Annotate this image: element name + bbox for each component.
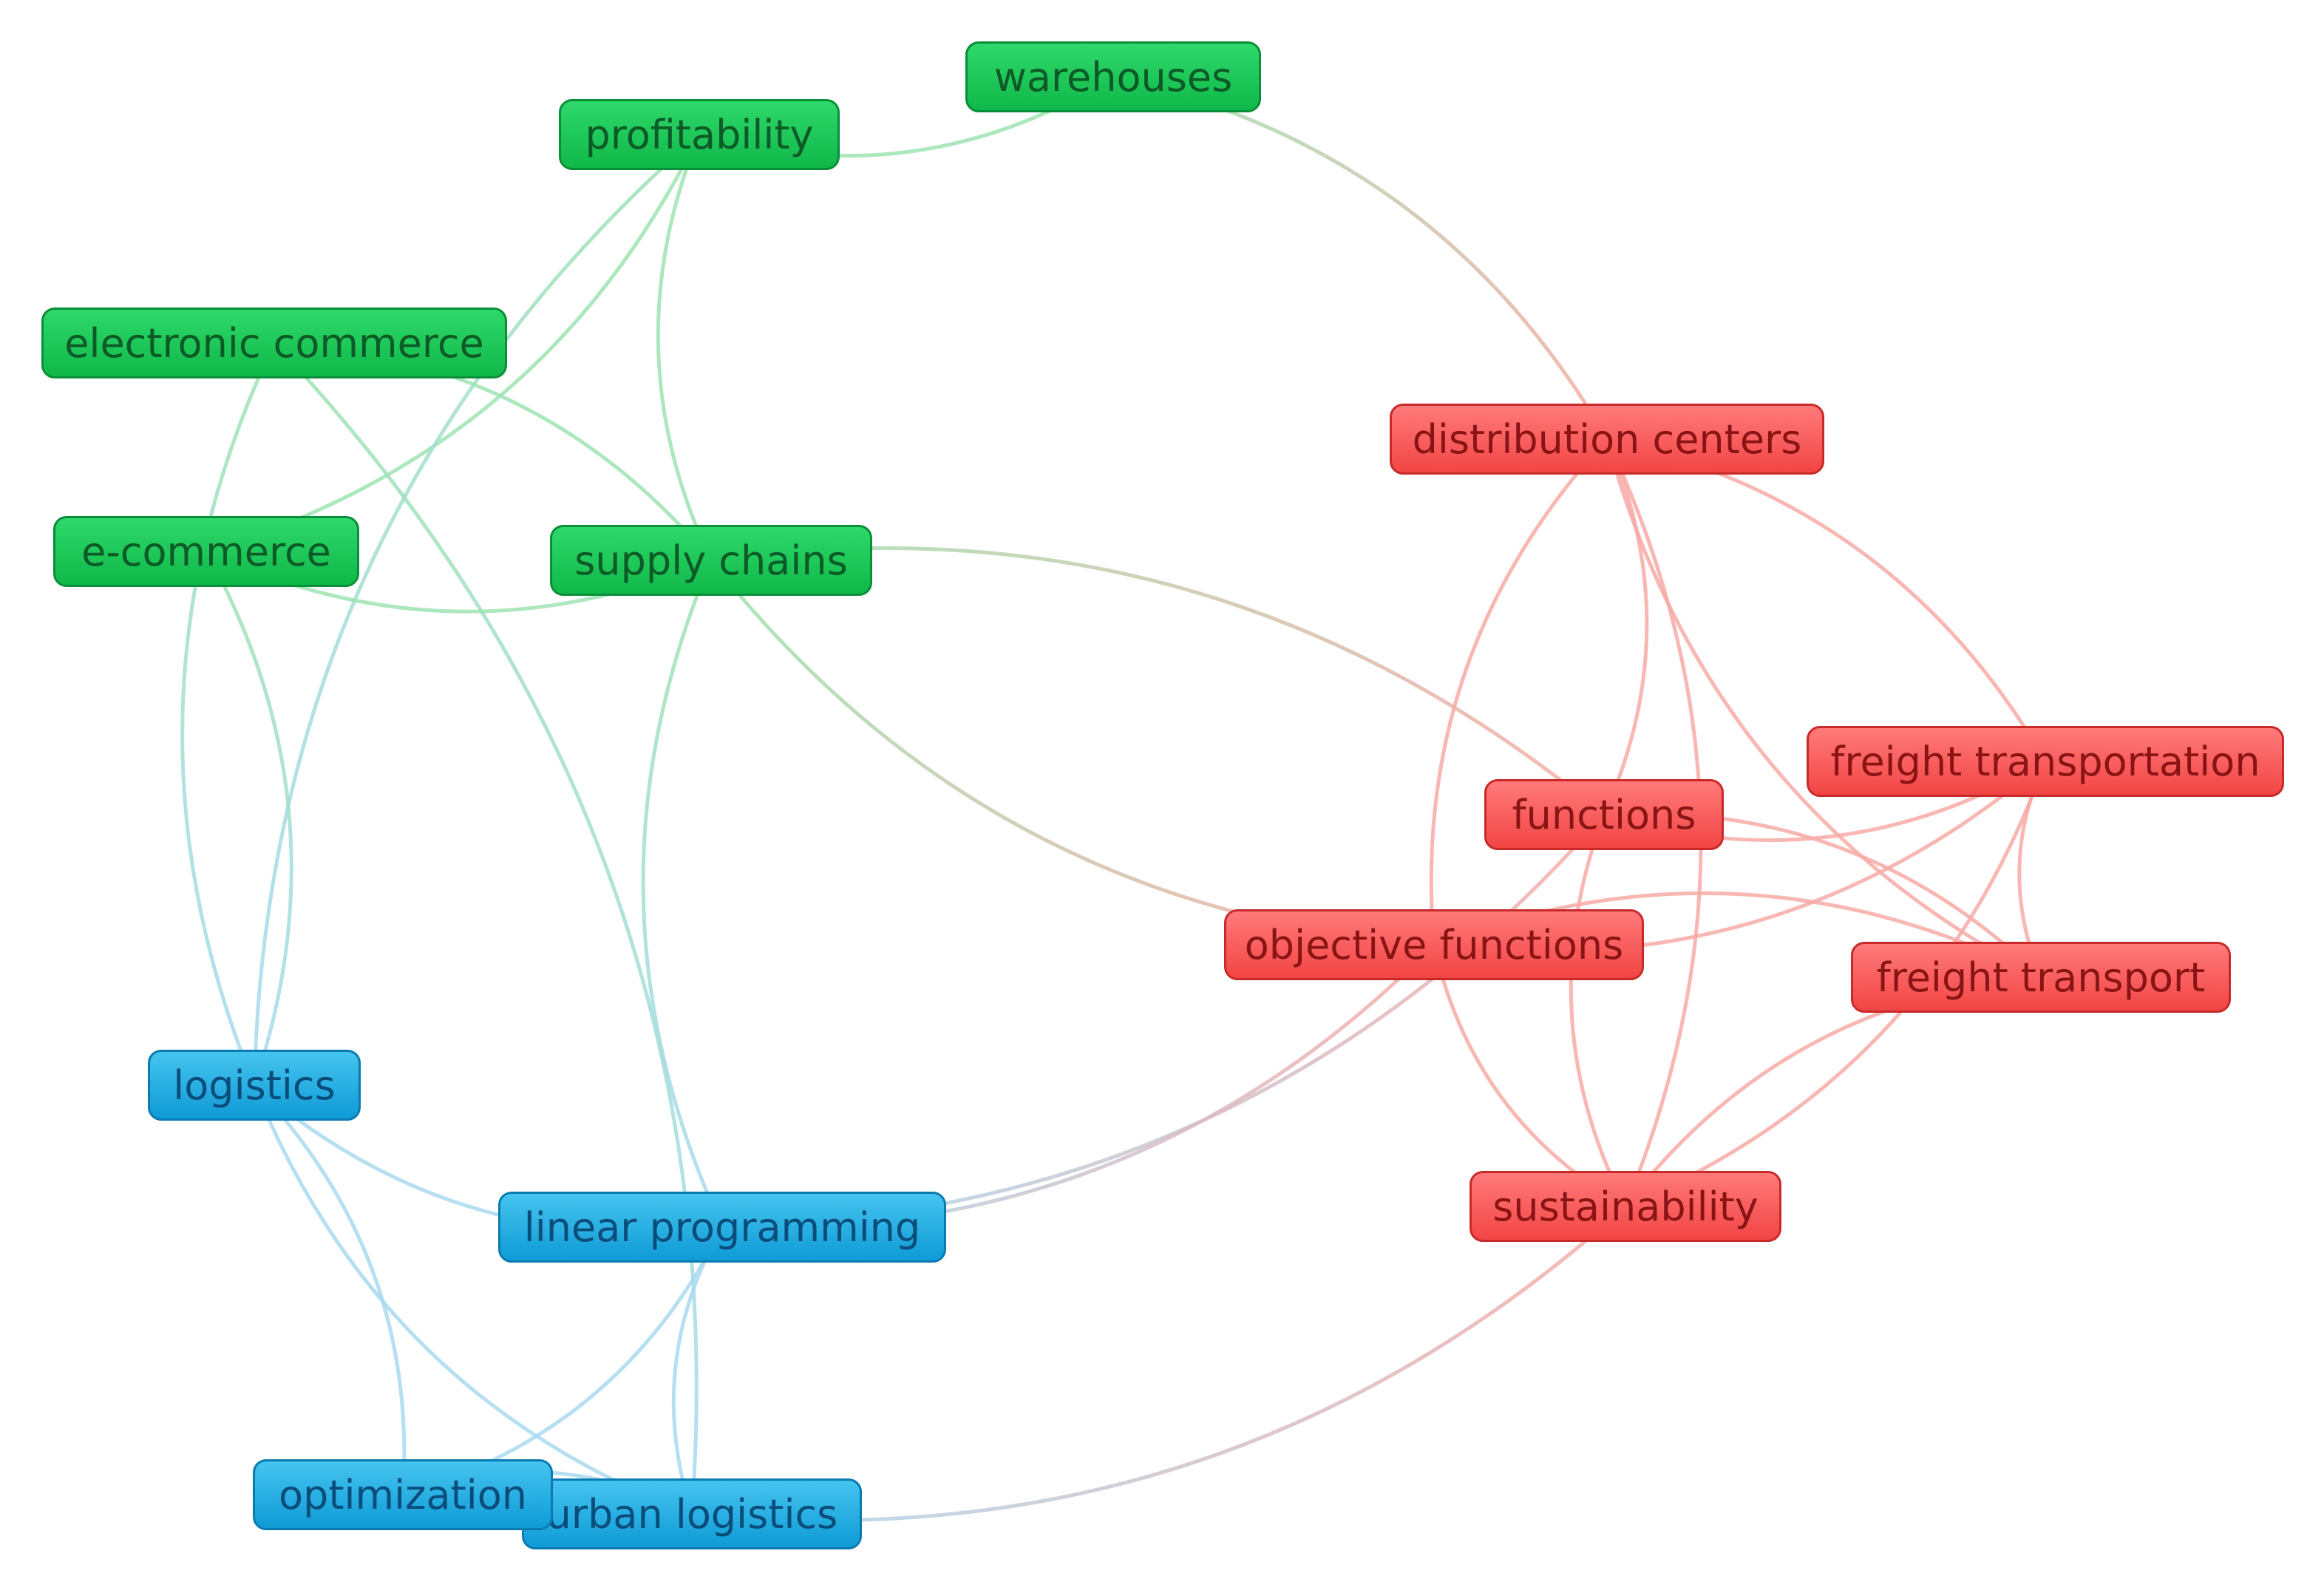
edge-objective-functions-linear-programming [721, 943, 1435, 1230]
edge-warehouses-distribution-centers [1112, 75, 1609, 441]
node-logistics[interactable]: logistics [148, 1050, 361, 1121]
edge-functions-sustainability [1569, 814, 1628, 1208]
edge-distribution-centers-functions [1602, 438, 1649, 816]
node-label: profitability [585, 111, 814, 158]
node-label: distribution centers [1412, 415, 1802, 463]
edge-electronic-commerce-urban-logistics [273, 342, 699, 1515]
edge-functions-linear-programming [721, 813, 1606, 1229]
edge-supply-chains-objective-functions [710, 559, 1435, 947]
node-label: freight transport [1876, 954, 2206, 1001]
edge-distribution-centers-freight-transportation [1606, 437, 2048, 763]
node-label: urban logistics [546, 1490, 838, 1538]
edge-freight-transportation-sustainability [1625, 761, 2048, 1209]
node-functions[interactable]: functions [1484, 779, 1724, 850]
node-freight-transportation[interactable]: freight transportation [1807, 726, 2284, 797]
edge-linear-programming-optimization [402, 1226, 724, 1497]
edge-profitability-supply-chains [656, 134, 713, 562]
node-sustainability[interactable]: sustainability [1470, 1171, 1781, 1242]
node-label: objective functions [1244, 921, 1624, 968]
edge-linear-programming-urban-logistics [671, 1226, 724, 1515]
node-urban-logistics[interactable]: urban logistics [522, 1478, 862, 1549]
node-label: logistics [173, 1062, 336, 1109]
node-profitability[interactable]: profitability [559, 99, 840, 170]
edge-logistics-urban-logistics [252, 1084, 693, 1516]
node-label: sustainability [1492, 1183, 1759, 1230]
node-objective-functions[interactable]: objective functions [1224, 909, 1644, 980]
node-label: freight transportation [1830, 738, 2260, 785]
edge-profitability-logistics [252, 133, 701, 1086]
edge-logistics-optimization [253, 1084, 407, 1495]
node-label: functions [1512, 791, 1696, 838]
node-label: linear programming [523, 1203, 921, 1251]
edge-distribution-centers-objective-functions [1429, 438, 1608, 945]
node-distribution-centers[interactable]: distribution centers [1390, 404, 1824, 475]
node-electronic-commerce[interactable]: electronic commerce [41, 308, 507, 378]
node-label: optimization [279, 1471, 527, 1518]
node-e-commerce[interactable]: e-commerce [53, 516, 359, 587]
edge-distribution-centers-freight-transport [1605, 438, 2042, 979]
node-linear-programming[interactable]: linear programming [498, 1192, 946, 1263]
node-label: electronic commerce [64, 319, 484, 367]
node-label: supply chains [574, 537, 848, 584]
node-freight-transport[interactable]: freight transport [1851, 942, 2231, 1013]
node-supply-chains[interactable]: supply chains [550, 525, 872, 596]
edge-supply-chains-linear-programming [641, 560, 724, 1229]
edge-objective-functions-sustainability [1432, 944, 1627, 1209]
edge-electronic-commerce-logistics [180, 342, 276, 1086]
node-warehouses[interactable]: warehouses [965, 41, 1261, 112]
edge-e-commerce-logistics [204, 550, 293, 1086]
node-label: warehouses [993, 53, 1233, 101]
node-optimization[interactable]: optimization [253, 1459, 553, 1530]
node-label: e-commerce [81, 528, 331, 575]
